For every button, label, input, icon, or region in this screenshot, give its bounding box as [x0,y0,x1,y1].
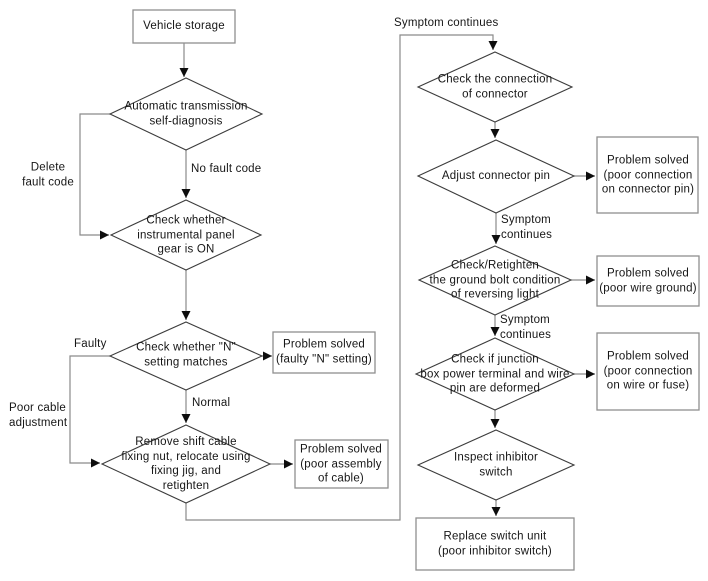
label-vehicle-storage: Vehicle storage [143,19,225,32]
edge-label-symptom-continues-top: Symptom continues [394,17,499,29]
edge-label-symptom-continues-2: Symptom continues [500,314,552,341]
label-solved-ground: Problem solved (poor wire ground) [599,267,697,295]
diamond-junction-box [414,337,576,411]
label-solved-fuse: Problem solved (poor connection on wire … [603,350,693,392]
label-solved-pin: Problem solved (poor connection on conne… [601,154,695,196]
box-problem-solved-ground [596,255,700,307]
diamond-inhibitor-switch [416,429,576,501]
label-shift-cable: Remove shift cable fixing nut, relocate … [121,436,251,492]
label-replace-switch: Replace switch unit (poor inhibitor swit… [438,530,552,558]
box-vehicle-storage [132,9,236,44]
label-solved-cable: Problem solved (poor assembly of cable) [299,443,383,485]
box-problem-solved-cable [294,439,389,489]
edge-label-delete-fault-code: Delete fault code [22,161,74,189]
label-ground-bolt: Check/Retighten the ground bolt conditio… [429,259,561,301]
label-solved-n-setting: Problem solved (faulty "N" setting) [276,338,372,366]
edge-label-poor-cable-adjustment: Poor cable adjustment [9,402,68,429]
diamond-connector-check [416,51,574,123]
edge-label-faulty: Faulty [74,338,107,350]
label-connector-check: Check the connection of connector [437,73,553,101]
edge-symptom-continues-main [185,34,498,521]
diamond-ground-bolt [417,245,573,316]
label-inhibitor-switch: Inspect inhibitor switch [454,451,538,479]
label-self-diagnosis: Automatic transmission self-diagnosis [124,100,248,128]
label-adjust-pin: Adjust connector pin [441,169,551,182]
edge-faulty-loop [69,355,110,468]
label-panel-gear: Check whether instrumental panel gear is… [137,214,235,256]
diamond-self-diagnosis [108,77,264,151]
diamond-n-setting [108,321,264,391]
box-problem-solved-pin [596,136,699,214]
diamond-panel-gear [109,199,263,271]
edge-label-symptom-continues-1: Symptom continues [501,214,553,241]
diamond-shift-cable [100,424,272,504]
edge-label-normal: Normal [192,397,231,409]
edge-delete-fault-code-loop [79,113,110,240]
label-junction-box: Check if junction box power terminal and… [420,353,570,395]
box-problem-solved-fuse [596,332,700,411]
diamond-adjust-pin [416,139,576,214]
box-replace-switch [415,517,575,571]
box-problem-solved-n-setting [272,331,376,374]
edge-label-no-fault-code: No fault code [191,163,262,175]
label-n-setting: Check whether "N" setting matches [136,341,236,369]
